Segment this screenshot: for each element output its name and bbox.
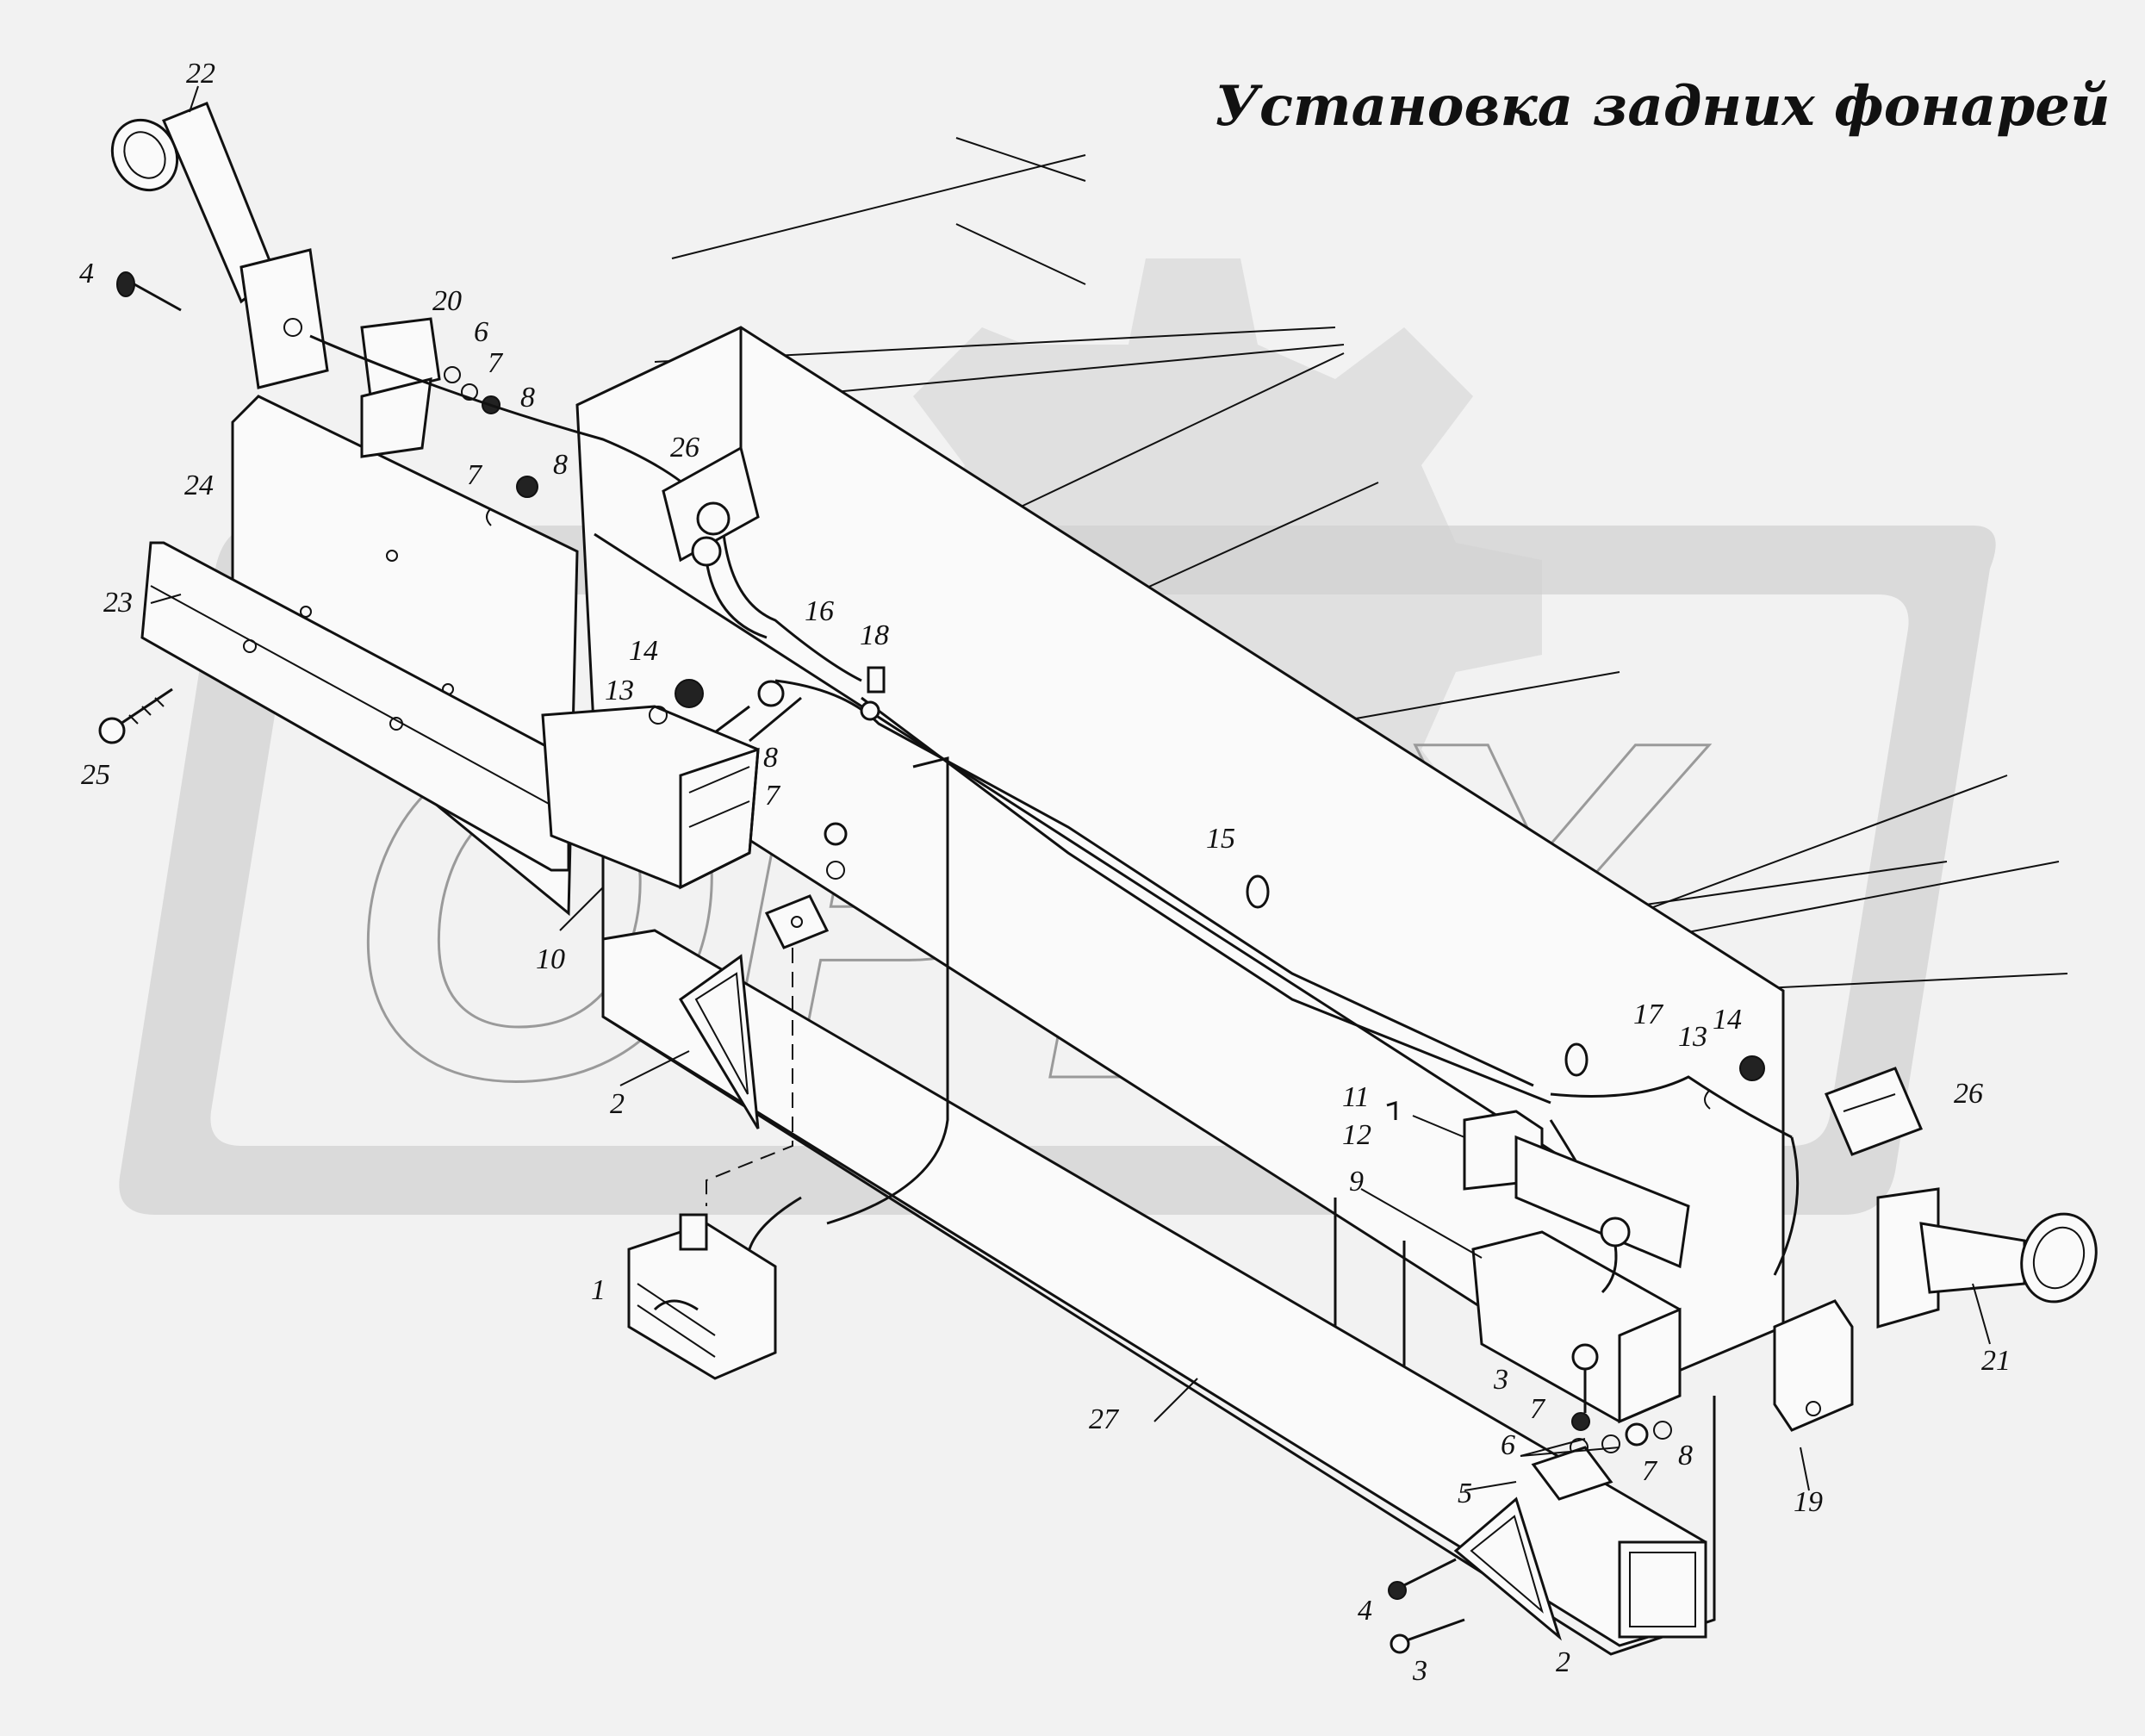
callout-6: 6	[474, 316, 488, 348]
grommet-26-right	[1825, 1067, 1923, 1156]
callout-7: 7	[488, 347, 504, 379]
marker-light-21	[1773, 1187, 2098, 1432]
lamp-9	[1463, 1110, 1690, 1424]
callout-18: 18	[860, 619, 889, 651]
callout-3: 3	[1493, 1364, 1508, 1396]
bracket-20	[360, 317, 538, 526]
callout-2: 2	[1556, 1646, 1570, 1678]
reflector-strip-23	[140, 541, 570, 872]
nut-14-left	[649, 679, 704, 725]
callout-8: 8	[553, 449, 568, 481]
leader-dashed	[706, 948, 793, 1206]
bolt-25	[98, 688, 173, 744]
callout-2: 2	[610, 1088, 625, 1120]
callout-7: 7	[467, 459, 483, 491]
callout-8: 8	[520, 382, 535, 414]
nut-14-right	[1704, 1055, 1765, 1110]
callout-15: 15	[1206, 823, 1235, 855]
clips-15-16-18	[757, 666, 1589, 1077]
callout-23: 23	[103, 587, 133, 619]
nut-8-center	[824, 822, 848, 880]
diagram-title: Установка задних фонарей	[1215, 74, 2111, 139]
callout-4: 4	[1358, 1595, 1372, 1627]
callout-14: 14	[1713, 1004, 1742, 1036]
callout-24: 24	[184, 470, 214, 501]
callout-7: 7	[1530, 1393, 1546, 1425]
leader-lines	[150, 85, 1991, 1491]
bolt-3-right	[1570, 1343, 1672, 1457]
marker-light-22	[110, 102, 329, 389]
bolt-4-top	[116, 271, 182, 312]
grommet-26-left	[662, 445, 760, 567]
wire-harness	[309, 334, 1800, 1276]
callout-3: 3	[1412, 1655, 1427, 1687]
callout-25: 25	[81, 759, 110, 791]
callout-22: 22	[186, 58, 215, 90]
plate-small	[764, 894, 830, 949]
reflector-triangle-2-right	[1388, 1446, 1613, 1654]
callout-17: 17	[1633, 999, 1664, 1030]
lamp-1	[627, 1213, 777, 1380]
lower-beam	[601, 929, 1707, 1647]
pin-11-12	[1386, 1100, 1397, 1120]
callout-8: 8	[763, 742, 778, 774]
callout-4: 4	[79, 258, 94, 289]
callout-8: 8	[1678, 1440, 1693, 1472]
callout-7: 7	[1642, 1455, 1658, 1487]
callout-7: 7	[765, 780, 781, 812]
callout-5: 5	[1458, 1478, 1472, 1509]
callout-1: 1	[591, 1274, 606, 1306]
callout-19: 19	[1794, 1486, 1823, 1518]
callout-14: 14	[629, 635, 658, 667]
callout-27: 27	[1089, 1403, 1120, 1435]
callout-6: 6	[1501, 1429, 1515, 1461]
reflector-triangle-2-left	[679, 954, 760, 1129]
callout-12: 12	[1342, 1119, 1371, 1151]
callout-26: 26	[670, 432, 699, 464]
callout-21: 21	[1981, 1345, 2011, 1377]
callout-10: 10	[536, 943, 565, 975]
callout-16: 16	[805, 595, 834, 627]
callout-11: 11	[1342, 1081, 1369, 1113]
callout-13: 13	[1678, 1021, 1707, 1053]
callout-26: 26	[1954, 1078, 1983, 1110]
callouts: 22 4 20 6 7 8 7 8 24 26 23 25 16 18 14 1…	[79, 58, 2011, 1687]
callout-9: 9	[1349, 1166, 1364, 1198]
callout-20: 20	[432, 285, 462, 317]
callout-13: 13	[605, 675, 634, 706]
